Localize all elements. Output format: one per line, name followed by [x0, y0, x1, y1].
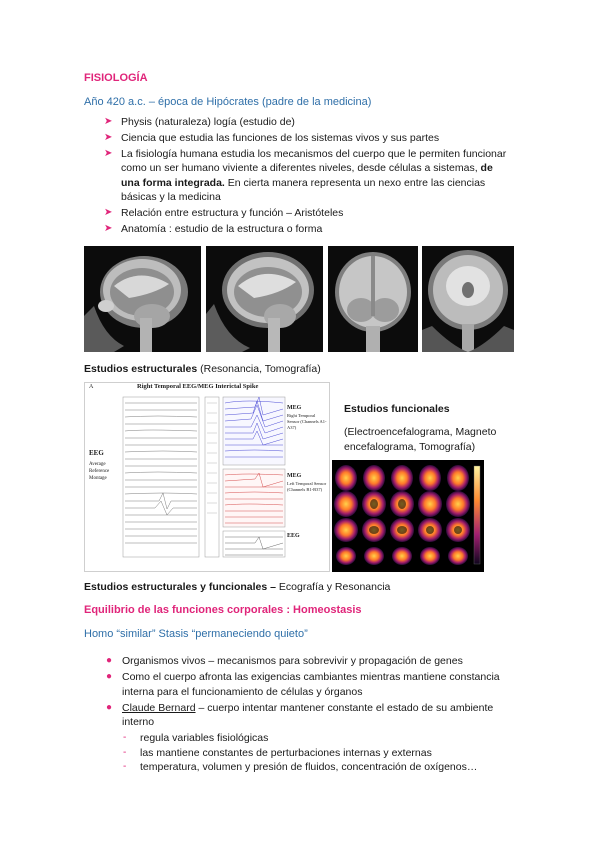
dash-icon: - [123, 746, 127, 758]
dash-icon: - [123, 761, 127, 773]
homeostasis-list: ●Organismos vivos – mecanismos para sobr… [104, 654, 524, 776]
author-name: Claude Bernard [122, 701, 196, 714]
dot-icon: ● [106, 671, 113, 683]
subtitle: Año 420 a.c. – época de Hipócrates (padr… [84, 96, 372, 108]
list-item: -las mantiene constantes de perturbacion… [123, 746, 432, 759]
list-item: ●Organismos vivos – mecanismos para sobr… [106, 655, 463, 667]
dot-icon: ● [106, 655, 113, 666]
caption-structural-functional: Estudios estructurales y funcionales – E… [84, 581, 391, 593]
arrow-right-icon: ➤ [104, 116, 113, 127]
section-subtitle: Homo “similar” Stasis “permaneciendo qui… [84, 628, 308, 640]
section-title-homeostasis: Equilibrio de las funciones corporales :… [84, 604, 362, 616]
dash-icon: - [123, 731, 127, 743]
page-title: FISIOLOGÍA [84, 72, 148, 84]
list-item: -regula variables fisiológicas [123, 731, 269, 744]
caption-structural: Estudios estructurales (Resonancia, Tomo… [84, 363, 321, 375]
list-item: ➤La fisiología humana estudia los mecani… [104, 147, 507, 204]
functional-title: Estudios funcionales [344, 403, 450, 415]
arrow-right-icon: ➤ [104, 131, 113, 143]
list-item: ➤Ciencia que estudia las funciones de lo… [104, 131, 440, 144]
pet-scan-image [332, 460, 484, 572]
eeg-meg-figure: A Right Temporal EEG/MEG Interictal Spik… [84, 382, 330, 572]
arrow-right-icon: ➤ [104, 207, 113, 219]
sub-list: -regula variables fisiológicas -las mant… [122, 731, 524, 775]
mri-coronal-image-2 [422, 246, 514, 352]
list-item: ➤Anatomía : estudio de la estructura o f… [104, 222, 323, 235]
mri-sagittal-image-1 [84, 246, 201, 352]
mri-coronal-image-1 [328, 246, 418, 352]
list-item: ●Como el cuerpo afronta las exigencias c… [106, 671, 500, 698]
list-item: ➤Physis (naturaleza) logía (estudio de) [104, 116, 295, 128]
arrow-right-icon: ➤ [104, 222, 113, 234]
functional-description: (Electroencefalograma, Magneto encefalog… [344, 426, 497, 453]
list-item: ●Claude Bernard – cuerpo intentar manten… [104, 701, 524, 775]
list-item: -temperatura, volumen y presión de fluid… [123, 761, 478, 774]
intro-list: ➤Physis (naturaleza) logía (estudio de) … [104, 115, 514, 238]
list-item: ➤Relación entre estructura y función – A… [104, 207, 344, 220]
arrow-right-icon: ➤ [104, 147, 113, 159]
eeg-traces [115, 393, 315, 569]
mri-sagittal-image-2 [206, 246, 323, 352]
dot-icon: ● [106, 701, 113, 713]
